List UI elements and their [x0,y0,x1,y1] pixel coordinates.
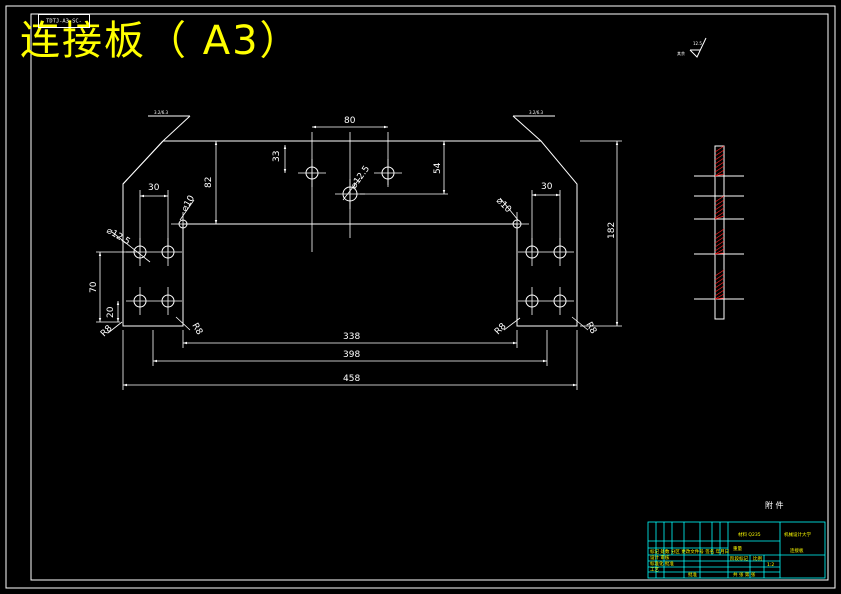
hatch-line [714,199,725,207]
hatch-line [714,248,725,255]
tb-scale: 比例 [753,555,762,562]
title-block [647,521,826,579]
side-view-hatch [714,145,725,300]
hatch-line [714,145,725,153]
tb-standard: 标准化 批准 [650,560,674,567]
hatch-line [714,149,725,157]
tb-designer: 设计 审核 [650,554,670,561]
dim-338: 338 [343,332,360,342]
outer-frame [5,5,836,589]
hatch-line [714,297,725,300]
dim-30-left: 30 [148,183,160,193]
dim-hole-center: ⌀12.5 [349,164,372,191]
dim-33: 33 [272,151,282,162]
dim-70: 70 [89,281,99,293]
roughness-flag-right [512,115,555,142]
roughness-flag-left [148,115,191,142]
leader-left-12 [111,231,151,263]
hatch-line [714,215,725,220]
dim-82: 82 [204,177,214,188]
tb-stage: 阶段标记 [730,555,748,562]
hatch-line [714,273,725,281]
hatch-line [714,252,725,255]
hatch-line [714,289,725,297]
hatch-line [714,169,725,177]
hatch-line [714,207,725,215]
note-label: 附 件 [765,500,784,510]
hatch-line [714,153,725,161]
leader-center-hole [342,177,361,201]
roughness-left-text: 3.2/6.3 [154,110,169,115]
drawing-code-box: TDTJ-A3-SC-030 [38,14,90,28]
leader-r8-2 [175,316,191,331]
leader-r8-3 [503,317,521,331]
tb-company: 机械设计大学 [784,531,811,538]
tb-material: 材料 Q235 [738,531,761,538]
tb-weight: 重量 [733,545,742,552]
title-block-text: 材料 Q235 机械设计大学 重量 连接板 标记 处数 分区 更改文件号 签名 … [650,531,811,578]
drawing-title: 连接板（ A3） [20,18,302,64]
dim-30-right: 30 [541,182,553,192]
tb-sheet: 共 张 第 张 [733,571,756,578]
hatch-line [714,281,725,289]
hatch-line [714,285,725,293]
hatch-line [714,244,725,252]
tb-part-name: 连接板 [790,547,804,554]
dim-r8-3: R8 [493,321,509,337]
hatch-line [714,165,725,173]
leader-left-10 [179,199,195,221]
hatch-line [714,293,725,300]
small-annotations: 其余 12.5 3.2/6.3 3.2/6.3 [154,41,702,115]
hatch-line [714,232,725,240]
drawing-code: TDTJ-A3-SC-030 [46,18,82,25]
hatch-line [714,157,725,165]
roughness-value: 12.5 [693,41,702,46]
dim-20: 20 [106,306,116,318]
tb-ratio: 1:2 [767,562,774,568]
dim-458: 458 [343,374,360,384]
hatch-line [714,269,725,277]
side-view [694,145,744,320]
hatch-line [714,228,725,236]
dim-r8-1: R8 [99,323,115,339]
leader-right-10 [499,197,519,221]
dim-80: 80 [344,116,356,126]
dim-hole-10-right: ⌀10 [494,196,513,215]
roughness-symbol [689,37,707,58]
inner-frame [30,13,829,581]
dim-r8-4: R8 [583,321,598,337]
hatch-line [714,211,725,219]
dim-182: 182 [607,222,617,239]
hatch-line [714,173,725,177]
leader-r8-1 [107,321,123,334]
hatch-line [714,240,725,248]
hatch-line [714,195,725,203]
dim-hole-12-left: ⌀12.5 [105,226,132,247]
roughness-label: 其余 [677,50,685,56]
hatch-line [714,277,725,285]
hatch-line [714,203,725,211]
leader-r8-4 [571,316,589,331]
hatch-line [714,236,725,244]
roughness-right-text: 3.2/6.3 [529,110,544,115]
dimension-lines [96,125,622,390]
tb-process: 工艺 [650,567,659,573]
tb-approve: 批准 [688,571,697,578]
hatch-line [714,161,725,169]
dim-hole-10-left: ⌀10 [180,194,197,214]
dim-398: 398 [343,350,360,360]
dim-r8-2: R8 [189,322,204,338]
dim-54: 54 [433,162,443,174]
tb-revision: 标记 处数 分区 更改文件号 签名 年月日 [650,548,729,555]
